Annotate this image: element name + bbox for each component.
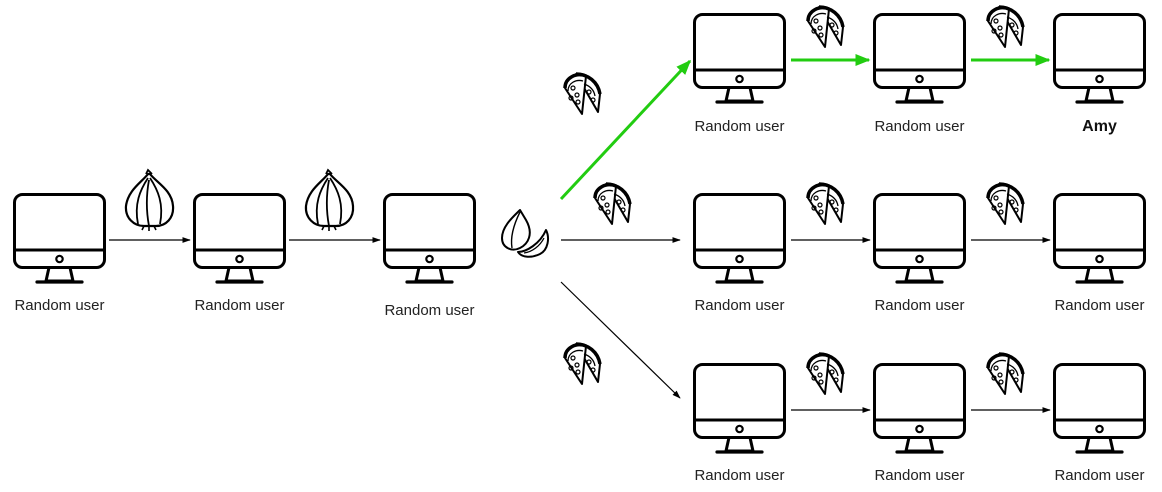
pizza-slices-icon	[986, 182, 1025, 225]
garlic-bulb-icon	[124, 168, 175, 231]
pizza-slices-icon	[563, 72, 602, 115]
node-label: Random user	[874, 467, 964, 484]
node-label: Amy	[1082, 118, 1117, 135]
node-a3: Amy	[1053, 13, 1146, 135]
node-label: Random user	[874, 118, 964, 135]
computer-monitor-icon	[693, 193, 786, 284]
garlic-clove-icon	[501, 209, 549, 258]
node-b3: Random user	[1053, 193, 1146, 314]
node-n2: Random user	[193, 193, 286, 314]
node-label: Random user	[694, 118, 784, 135]
computer-monitor-icon	[13, 193, 106, 284]
pizza-slices-icon	[563, 342, 602, 385]
icons-layer	[124, 5, 1025, 395]
node-label: Random user	[194, 297, 284, 314]
computer-monitor-icon	[693, 13, 786, 104]
node-label: Random user	[14, 297, 104, 314]
node-n3: Random user	[383, 193, 476, 319]
node-c2: Random user	[873, 363, 966, 484]
node-a2: Random user	[873, 13, 966, 135]
computer-monitor-icon	[1053, 13, 1146, 104]
node-label: Random user	[694, 467, 784, 484]
node-c3: Random user	[1053, 363, 1146, 484]
computer-monitor-icon	[1053, 363, 1146, 454]
node-b2: Random user	[873, 193, 966, 314]
node-a1: Random user	[693, 13, 786, 135]
computer-monitor-icon	[383, 193, 476, 284]
node-label: Random user	[384, 302, 474, 319]
computer-monitor-icon	[193, 193, 286, 284]
node-b1: Random user	[693, 193, 786, 314]
node-label: Random user	[1054, 467, 1144, 484]
edge-split-to-a1	[559, 59, 692, 201]
computer-monitor-icon	[873, 193, 966, 284]
edges-layer	[109, 54, 1051, 413]
pizza-slices-icon	[986, 5, 1025, 48]
computer-monitor-icon	[1053, 193, 1146, 284]
pizza-slices-icon	[593, 182, 632, 225]
computer-monitor-icon	[873, 363, 966, 454]
pizza-slices-icon	[806, 352, 845, 395]
node-c1: Random user	[693, 363, 786, 484]
node-label: Random user	[1054, 297, 1144, 314]
computer-monitor-icon	[693, 363, 786, 454]
pizza-slices-icon	[806, 5, 845, 48]
garlic-bulb-icon	[304, 168, 355, 231]
pizza-slices-icon	[986, 352, 1025, 395]
node-label: Random user	[694, 297, 784, 314]
computer-monitor-icon	[873, 13, 966, 104]
pizza-slices-icon	[806, 182, 845, 225]
node-n1: Random user	[13, 193, 106, 314]
node-label: Random user	[874, 297, 964, 314]
edge-split-to-c1	[560, 281, 681, 399]
